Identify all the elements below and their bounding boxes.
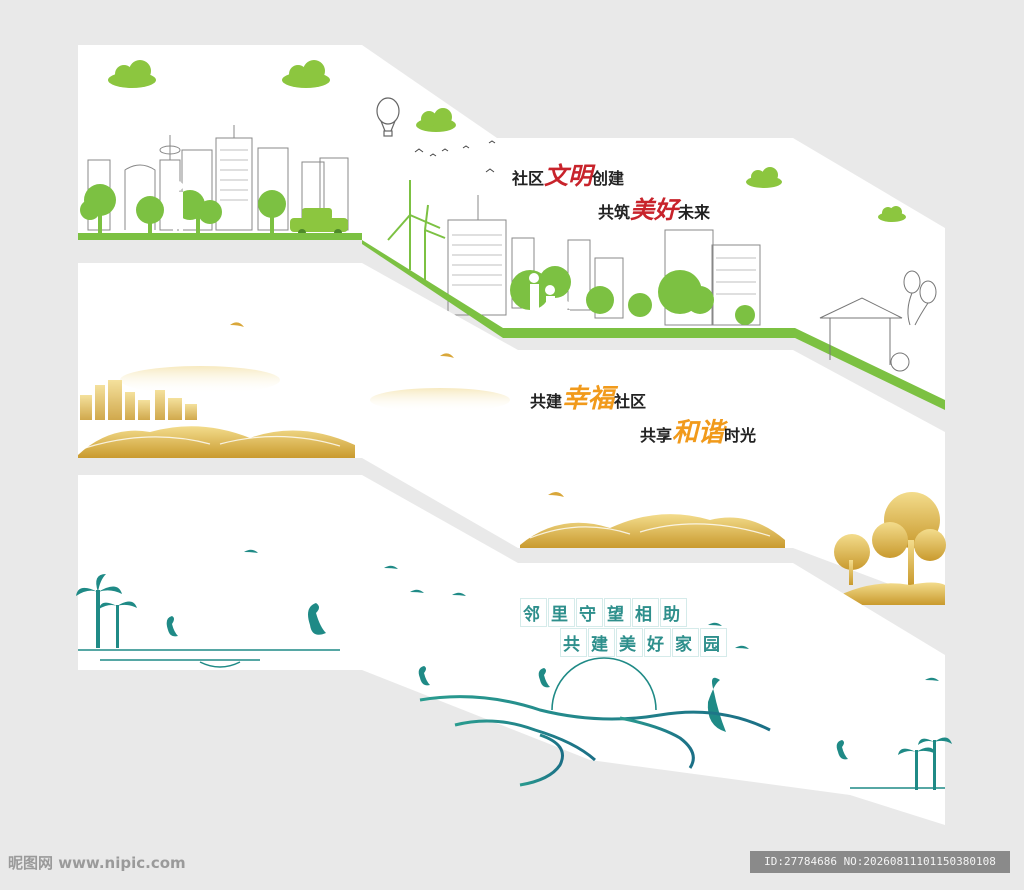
- slogan-future: 共筑美好未来: [598, 198, 710, 222]
- slogan-char: 园: [700, 628, 727, 657]
- gold-tree-icon: [834, 492, 946, 585]
- panel-2-gold-landscape: [78, 263, 946, 605]
- teal-waterline: [78, 649, 340, 668]
- grass-strip: [78, 233, 362, 240]
- gold-wave-lines-center: [529, 523, 771, 539]
- slogan-highlight: 文明: [544, 161, 593, 190]
- window-grid: [220, 149, 248, 201]
- setting-sun-outline: [551, 657, 657, 711]
- wind-turbine-icon: [387, 180, 446, 280]
- gold-mountain-center: [520, 514, 785, 548]
- gold-bird-icon: [230, 322, 564, 497]
- family-silhouette-icon: [529, 273, 570, 325]
- slogan-char: 美: [616, 628, 643, 657]
- teal-water-ribbons: [419, 695, 771, 787]
- gold-mountain-right: [830, 582, 945, 605]
- site-watermark: 昵图网 www.nipic.com: [8, 854, 186, 872]
- gold-city-silhouette: [80, 380, 197, 420]
- slogan-text: 未来: [678, 203, 711, 222]
- gold-mountain-left: [78, 426, 355, 458]
- green-trees-right: [510, 266, 755, 325]
- slogan-text: 共享: [640, 426, 673, 445]
- slogan-text: 共建: [530, 392, 563, 411]
- bird-flock-icon: [414, 140, 496, 173]
- panel-3-teal-lake: [76, 475, 952, 825]
- slogan-harmony: 共享和谐时光: [640, 420, 756, 446]
- car-icon: [290, 208, 348, 237]
- slogan-happiness: 共建幸福社区: [530, 386, 646, 412]
- panel-1-green-city: [78, 45, 945, 410]
- slogan-text: 社区: [614, 392, 647, 411]
- gold-wave-lines: [84, 435, 341, 449]
- slogan-highlight: 美好: [630, 195, 679, 224]
- slogan-home: 共建美好家园: [560, 628, 728, 657]
- slogan-text: 创建: [592, 169, 625, 188]
- slogan-text: 时光: [724, 426, 757, 445]
- slogan-highlight: 幸福: [562, 384, 615, 414]
- pavilion-icon: [819, 270, 937, 372]
- slogan-neighbors: 邻里守望相助: [520, 598, 688, 627]
- slogan-text: 共筑: [598, 203, 631, 222]
- slogan-char: 家: [672, 628, 699, 657]
- slogan-highlight: 和谐: [672, 418, 725, 448]
- palm-tree-icon: [76, 574, 137, 648]
- cloud-icon: [108, 60, 906, 222]
- slogan-char: 里: [548, 598, 575, 627]
- person-silhouette-icon: [173, 181, 183, 232]
- slogan-civilization: 社区文明创建: [512, 164, 624, 188]
- teal-bird-flock-icon: [244, 549, 939, 681]
- slogan-char: 建: [588, 628, 615, 657]
- hot-air-balloon-icon: [376, 97, 400, 137]
- slogan-char: 共: [560, 628, 587, 657]
- slogan-char: 助: [660, 598, 687, 627]
- image-id-watermark: ID:27784686 NO:20260811101150380108: [750, 851, 1010, 873]
- heron-icon: [166, 603, 848, 760]
- slogan-char: 相: [632, 598, 659, 627]
- slogan-char: 好: [644, 628, 671, 657]
- slogan-char: 望: [604, 598, 631, 627]
- slogan-char: 邻: [520, 598, 547, 627]
- window-grid-right: [452, 234, 756, 295]
- slogan-char: 守: [576, 598, 603, 627]
- palm-tree-right-icon: [898, 737, 952, 790]
- slogan-text: 社区: [512, 169, 545, 188]
